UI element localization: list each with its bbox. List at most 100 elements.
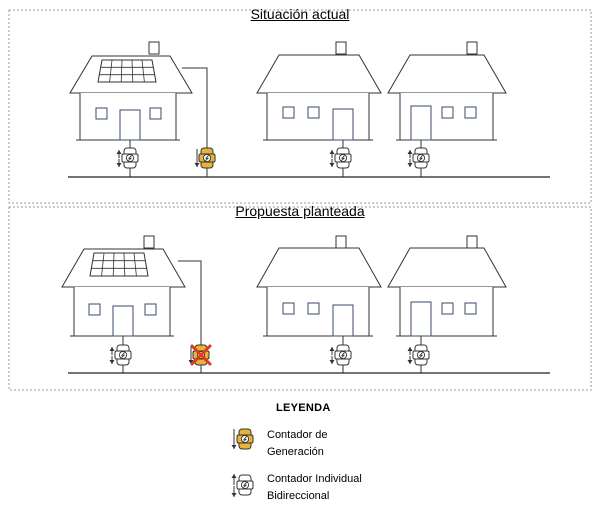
arrow-down-icon <box>329 356 335 364</box>
arrow-head <box>116 150 122 154</box>
door <box>112 305 134 337</box>
house-meter <box>329 344 352 366</box>
panel-title-current: Situación actual <box>250 6 350 22</box>
generation-meter-icon <box>198 147 216 169</box>
generation-meter-icon <box>231 428 254 450</box>
window <box>441 302 454 315</box>
chimney <box>466 41 478 55</box>
bidirectional-meter-icon <box>412 147 430 169</box>
legend-title: LEYENDA <box>276 402 331 414</box>
arrow-up-icon <box>109 347 115 355</box>
arrow-head <box>407 150 413 154</box>
arrow-down-icon <box>329 159 335 167</box>
arrow-head <box>407 347 413 351</box>
arrow-up-icon <box>116 150 122 158</box>
arrow-head <box>231 474 237 478</box>
lightning-icon <box>341 155 346 161</box>
meter-icon <box>236 474 254 496</box>
arrow-head <box>329 150 335 154</box>
generation-meter <box>194 147 216 169</box>
legend-item-generation-line1: Contador de <box>267 429 328 441</box>
window <box>144 303 157 316</box>
arrow-head <box>188 360 194 364</box>
arrow-head <box>329 360 335 364</box>
roof <box>256 247 382 288</box>
bidirectional-meter-icon <box>334 344 352 366</box>
bidirectional-meter-icon <box>334 147 352 169</box>
house <box>256 41 382 177</box>
arrow-up-icon <box>329 347 335 355</box>
house-meter <box>407 344 430 366</box>
lightning-icon <box>205 155 210 161</box>
chimney <box>466 235 478 249</box>
legend-bidirectional-meter-icon <box>231 474 254 497</box>
lightning-icon <box>341 352 346 358</box>
chimney <box>143 235 155 249</box>
roof <box>256 54 382 94</box>
arrow-head <box>407 163 413 167</box>
house <box>387 41 507 177</box>
window <box>282 106 295 119</box>
house-meter <box>116 147 139 169</box>
arrow-up-icon <box>231 474 237 485</box>
door <box>332 108 354 141</box>
lightning-icon <box>419 352 424 358</box>
solar-panel <box>97 59 157 83</box>
door <box>410 105 432 141</box>
lightning-icon <box>419 155 424 161</box>
cross-stroke <box>190 344 212 366</box>
door <box>119 109 141 141</box>
generation-feed-line <box>178 260 202 373</box>
arrow-down-icon <box>194 149 200 167</box>
arrow-head <box>407 360 413 364</box>
chimney <box>335 41 347 55</box>
arrow-down-icon <box>188 346 194 364</box>
solar-grid-line <box>120 59 123 83</box>
bidirectional-meter-icon <box>412 344 430 366</box>
lightning-icon <box>121 352 126 358</box>
window <box>441 106 454 119</box>
house <box>387 235 507 373</box>
window <box>464 106 477 119</box>
solar-grid-line <box>123 252 126 277</box>
house <box>256 235 382 373</box>
arrow-down-icon <box>407 159 413 167</box>
window <box>149 107 162 120</box>
legend-item-bidirectional: Contador Individual Bidireccional <box>267 471 362 505</box>
chimney <box>335 235 347 249</box>
bidirectional-meter-icon <box>114 344 132 366</box>
roof <box>387 247 507 288</box>
solar-panel-frame <box>97 59 157 83</box>
solar-grid-line <box>109 59 113 83</box>
window <box>464 302 477 315</box>
house-meter <box>329 147 352 169</box>
legend-generation-meter-icon <box>231 428 254 450</box>
window <box>282 302 295 315</box>
window <box>307 302 320 315</box>
solar-panel <box>89 252 149 277</box>
removed-cross-icon <box>190 344 212 366</box>
window <box>95 107 108 120</box>
bidirectional-meter-icon <box>231 474 254 497</box>
legend-item-generation: Contador de Generación <box>267 427 328 461</box>
arrow-head <box>329 347 335 351</box>
window <box>307 106 320 119</box>
house <box>61 235 186 373</box>
arrow-down-icon <box>231 429 237 449</box>
solar-grid-line <box>141 59 145 83</box>
house <box>69 41 193 177</box>
chimney <box>148 41 160 55</box>
arrow-head <box>116 163 122 167</box>
legend-item-bidirectional-line2: Bidireccional <box>267 490 330 502</box>
arrow-up-icon <box>329 150 335 158</box>
arrow-head <box>231 493 237 497</box>
panel-border <box>8 9 592 204</box>
solar-panel-frame <box>89 252 149 277</box>
arrow-head <box>231 445 237 449</box>
lightning-icon <box>243 436 248 442</box>
house-meter <box>109 344 132 366</box>
panel-title-proposal: Propuesta planteada <box>235 203 365 219</box>
door <box>332 304 354 337</box>
